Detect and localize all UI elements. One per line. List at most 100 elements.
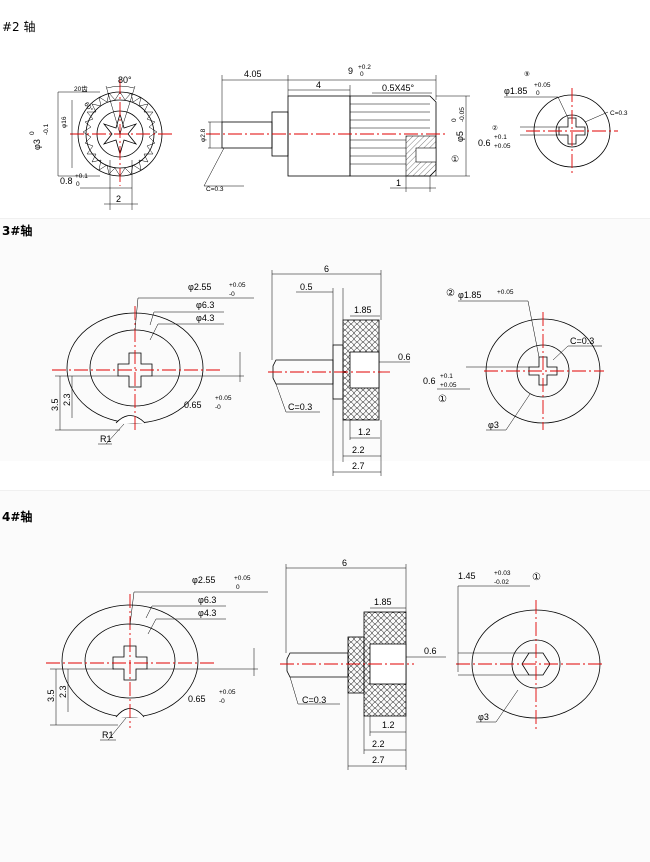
shaft2-body	[287, 95, 351, 177]
shaft4-len-overall: 6	[342, 558, 347, 568]
section-title-2: #2 轴	[2, 20, 36, 34]
shaft4-end-num: ①	[532, 572, 541, 583]
shaft3-end-view: ② φ1.85 +0.05 C=0.3 0.6 +0.1 +0.05 ① φ3	[423, 288, 604, 431]
shaft3-dia-hole: φ2.55	[188, 282, 211, 292]
shaft3-end-hole-tol-upper: +0.05	[497, 289, 514, 296]
shaft3-slot-tol-lower: -0	[215, 404, 221, 411]
shaft2-front-view: 80° 20齿 60° φ3 0 -0.1 φ16 0.8 +0.1 0 2	[29, 75, 172, 210]
section-title-4: 4#轴	[2, 510, 33, 524]
shaft2-side-view: 4.05 9 +0.2 0 4 0.5X45° φ2.8 φ5 0 -0.05 …	[200, 64, 470, 193]
shaft4-hole-tol-upper: +0.05	[234, 575, 251, 582]
shaft4-front-view: φ2.55 +0.05 0 φ6.3 φ4.3 3.5 2.3 0.65 +0.…	[46, 575, 268, 741]
shaft2-dia-pin: φ2.8	[200, 128, 207, 142]
shaft3-len-a: 0.5	[300, 282, 313, 292]
shaft3-side-view: 6 0.5 1.85 0.6 C=0.3 1.2 2.2 2.7	[268, 264, 411, 476]
shaft2-end-dia-hole: φ1.85	[504, 86, 527, 96]
shaft2-angle: 80°	[118, 75, 132, 85]
shaft2-chamfer: 0.5X45°	[382, 83, 415, 93]
shaft2-head-tol-upper: 0	[451, 118, 458, 122]
shaft3-gap: 0.6	[398, 352, 411, 362]
shaft2-len-shaft: 4.05	[244, 69, 262, 79]
shaft2-pin	[221, 121, 273, 149]
shaft2-head-tol-lower: -0.05	[459, 107, 466, 122]
shaft4-h2: 2.3	[58, 685, 68, 698]
shaft4-hole-tol-lower: 0	[236, 584, 240, 591]
shaft2-slot: 0.8	[60, 176, 73, 186]
shaft2-head-circle-num: ①	[451, 154, 459, 164]
shaft3-chamfer: C=0.3	[288, 402, 312, 412]
shaft3-notch	[115, 415, 146, 424]
shaft4-end-hex-tol-lower: -0.02	[494, 579, 509, 586]
shaft4-dia-inner: φ4.3	[198, 608, 216, 618]
shaft4-slot: 0.65	[188, 694, 206, 704]
shaft4-end-hex-tol-upper: +0.03	[494, 570, 511, 577]
shaft4-dia-outer: φ6.3	[198, 595, 216, 605]
shaft4-dia-hole: φ2.55	[192, 575, 215, 585]
shaft4-h1: 3.5	[46, 689, 56, 702]
shaft4-pin	[286, 652, 349, 678]
shaft2-slot-tol-upper: +0.1	[75, 173, 88, 180]
section-band-4	[0, 490, 650, 862]
shaft2-dia-main: φ3	[32, 139, 42, 150]
shaft4-len-b: 1.85	[374, 597, 392, 607]
shaft3-len-d: 2.2	[352, 445, 365, 455]
shaft3-end-num-bottom: ①	[438, 394, 447, 405]
shaft2-end-num-top: ⑨	[524, 70, 530, 78]
shaft3-h1: 3.5	[50, 398, 60, 411]
shaft2-pin-chamfer: C=0.3	[206, 186, 224, 193]
shaft4-slot-tol-lower: -0	[219, 698, 225, 705]
shaft2-width: 2	[116, 194, 121, 204]
shaft3-end-dia-outer: φ3	[488, 420, 499, 430]
shaft3-len-e: 2.7	[352, 461, 365, 471]
shaft2-dia-tol-upper: 0	[29, 131, 36, 135]
shaft2-dia-head: φ5	[455, 131, 465, 142]
shaft4-end-dia-outer: φ3	[478, 712, 489, 722]
shaft2-len-overall: 9	[348, 66, 353, 76]
shaft2-end-slot: 0.6	[478, 138, 491, 148]
shaft2-teeth: 20齿	[74, 85, 88, 93]
shaft2-end-chamfer: C=0.3	[610, 110, 628, 117]
shaft4-gap: 0.6	[424, 646, 437, 656]
shaft3-slot: 0.65	[184, 400, 202, 410]
shaft3-end-dia-hole: φ1.85	[458, 290, 481, 300]
shaft2-end-hole-tol-lower: 0	[536, 90, 540, 97]
shaft3-len-overall: 6	[324, 264, 329, 274]
shaft4-len-d: 2.2	[372, 739, 385, 749]
shaft3-radius: R1	[100, 434, 112, 444]
shaft2-end-num-left: ②	[492, 124, 498, 132]
shaft2-len-mid: 4	[316, 80, 321, 90]
shaft4-slot-tol-upper: +0.05	[219, 689, 236, 696]
shaft3-end-chamfer: C=0.3	[570, 336, 594, 346]
shaft3-slot-tol-upper: +0.05	[215, 395, 232, 402]
shaft4-side-view: 6 1.85 0.6 C=0.3 1.2 2.2 2.7	[280, 558, 446, 770]
shaft3-dia-inner: φ4.3	[196, 313, 214, 323]
shaft3-hole-tol-upper: +0.05	[229, 282, 246, 289]
shaft3-dia-outer: φ6.3	[196, 300, 214, 310]
shaft3-end-slot: 0.6	[423, 376, 436, 386]
shaft3-len-b: 1.85	[354, 305, 372, 315]
shaft3-front-view: φ2.55 +0.05 -0 φ6.3 φ4.3 3.5 2.3 0.65 +0…	[50, 282, 254, 445]
section-title-3: 3#轴	[2, 224, 33, 238]
shaft2-len-step: 1	[396, 178, 401, 188]
shaft3-cross-slot	[117, 352, 153, 388]
shaft4-end-hex: 1.45	[458, 571, 476, 581]
shaft4-len-e: 2.7	[372, 755, 385, 765]
shaft4-len-c: 1.2	[382, 720, 395, 730]
shaft3-h2: 2.3	[62, 393, 72, 406]
shaft4-radius: R1	[102, 730, 114, 740]
shaft2-dia-tol-lower: -0.1	[43, 123, 50, 135]
shaft3-end-num-top: ②	[446, 288, 455, 299]
shaft3-hole-tol-lower: -0	[229, 291, 235, 298]
shaft2-slot-tol-lower: 0	[76, 181, 80, 188]
shaft4-end-view: 1.45 +0.03 -0.02 ① φ3	[456, 570, 604, 730]
section-band-3	[0, 218, 650, 461]
shaft2-dia-inner: φ16	[61, 116, 68, 128]
shaft2-end-hole-tol-upper: +0.05	[534, 82, 551, 89]
shaft2-end-slot-tol-lower: +0.05	[494, 143, 511, 150]
shaft2-len-tol: +0.2	[358, 64, 371, 71]
shaft2-end-view: ⑨ φ1.85 +0.05 0 C=0.3 ② 0.6 +0.1 +0.05	[478, 70, 628, 174]
shaft4-cross-slot	[112, 645, 148, 681]
shaft3-end-slot-tol-lower: +0.05	[440, 382, 457, 389]
